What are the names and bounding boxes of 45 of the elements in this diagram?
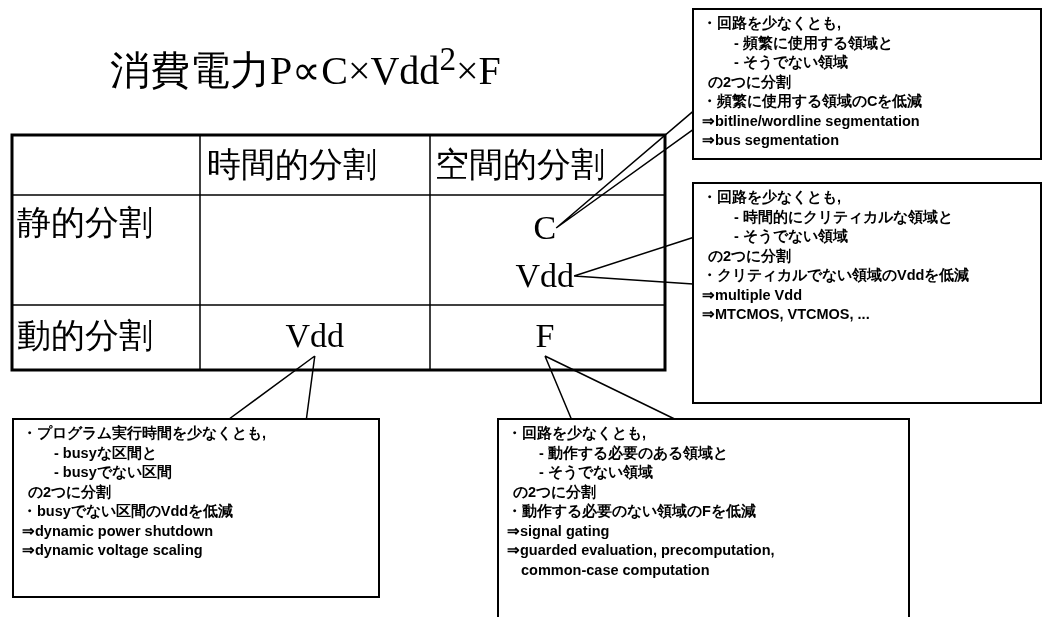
row-header: 動的分割	[17, 316, 153, 356]
callout-text: ⇒bus segmentation	[702, 131, 841, 150]
callout-pointer	[544, 355, 676, 420]
callout-box	[692, 8, 1042, 160]
callout-text: ・回路を少なくとも,	[702, 188, 843, 207]
callout-text: ⇒multiple Vdd	[702, 285, 803, 305]
callout-text: ⇒MTCMOS, VTCMOS, ...	[702, 305, 871, 324]
callout-text: の2つに分割	[707, 72, 793, 92]
callout-text: ・回路を少なくとも,	[702, 14, 843, 33]
callout-text: ・クリティカルでない領域のVddを低減	[702, 266, 971, 285]
callout-box	[12, 418, 380, 598]
cell-value: Vdd	[515, 256, 575, 296]
callout-text: - そうでない領域	[733, 53, 849, 72]
callout-text: の2つに分割	[27, 482, 113, 502]
callout-box	[497, 418, 910, 617]
callout-text: - busyな区間と	[53, 443, 158, 463]
callout-text: ⇒dynamic voltage scaling	[22, 541, 204, 560]
callout-text: ⇒dynamic power shutdown	[22, 521, 215, 541]
callout-text: - 動作する必要のある領域と	[538, 443, 729, 463]
cell-value: F	[535, 316, 555, 356]
callout-text: ・busyでない区間のVddを低減	[22, 502, 235, 521]
callout-text: の2つに分割	[707, 246, 793, 266]
callout-text: ・頻繁に使用する領域のCを低減	[702, 92, 924, 111]
callout-text: ・プログラム実行時間を少なくとも,	[22, 424, 268, 443]
column-header: 時間的分割	[207, 145, 377, 185]
cell-value: C	[533, 208, 557, 248]
callout-text: の2つに分割	[512, 482, 598, 502]
callout-text: - 頻繁に使用する領域と	[733, 33, 894, 53]
callout-text: - そうでない領域	[538, 463, 654, 482]
callout-pointer	[555, 110, 694, 229]
callout-pointer	[573, 236, 694, 285]
title: 消費電力P∝C×Vdd$^{2}$×F	[110, 40, 501, 96]
row-header: 静的分割	[17, 203, 153, 243]
callout-text: ・動作する必要のない領域のFを低減	[507, 502, 757, 521]
callout-text: ・回路を少なくとも,	[507, 424, 648, 443]
callout-text: ⇒guarded evaluation, precomputation, common-case computation	[507, 541, 776, 580]
cell-value: Vdd	[285, 316, 345, 356]
callout-text: ⇒signal gating	[507, 521, 611, 541]
callout-text: ⇒bitline/wordline segmentation	[702, 111, 921, 131]
callout-box	[692, 182, 1042, 404]
column-header: 空間的分割	[435, 145, 605, 185]
callout-pointer	[228, 355, 316, 420]
callout-text: - busyでない区間	[53, 463, 173, 482]
callout-text: - そうでない領域	[733, 227, 849, 246]
callout-text: - 時間的にクリティカルな領域と	[733, 207, 954, 227]
